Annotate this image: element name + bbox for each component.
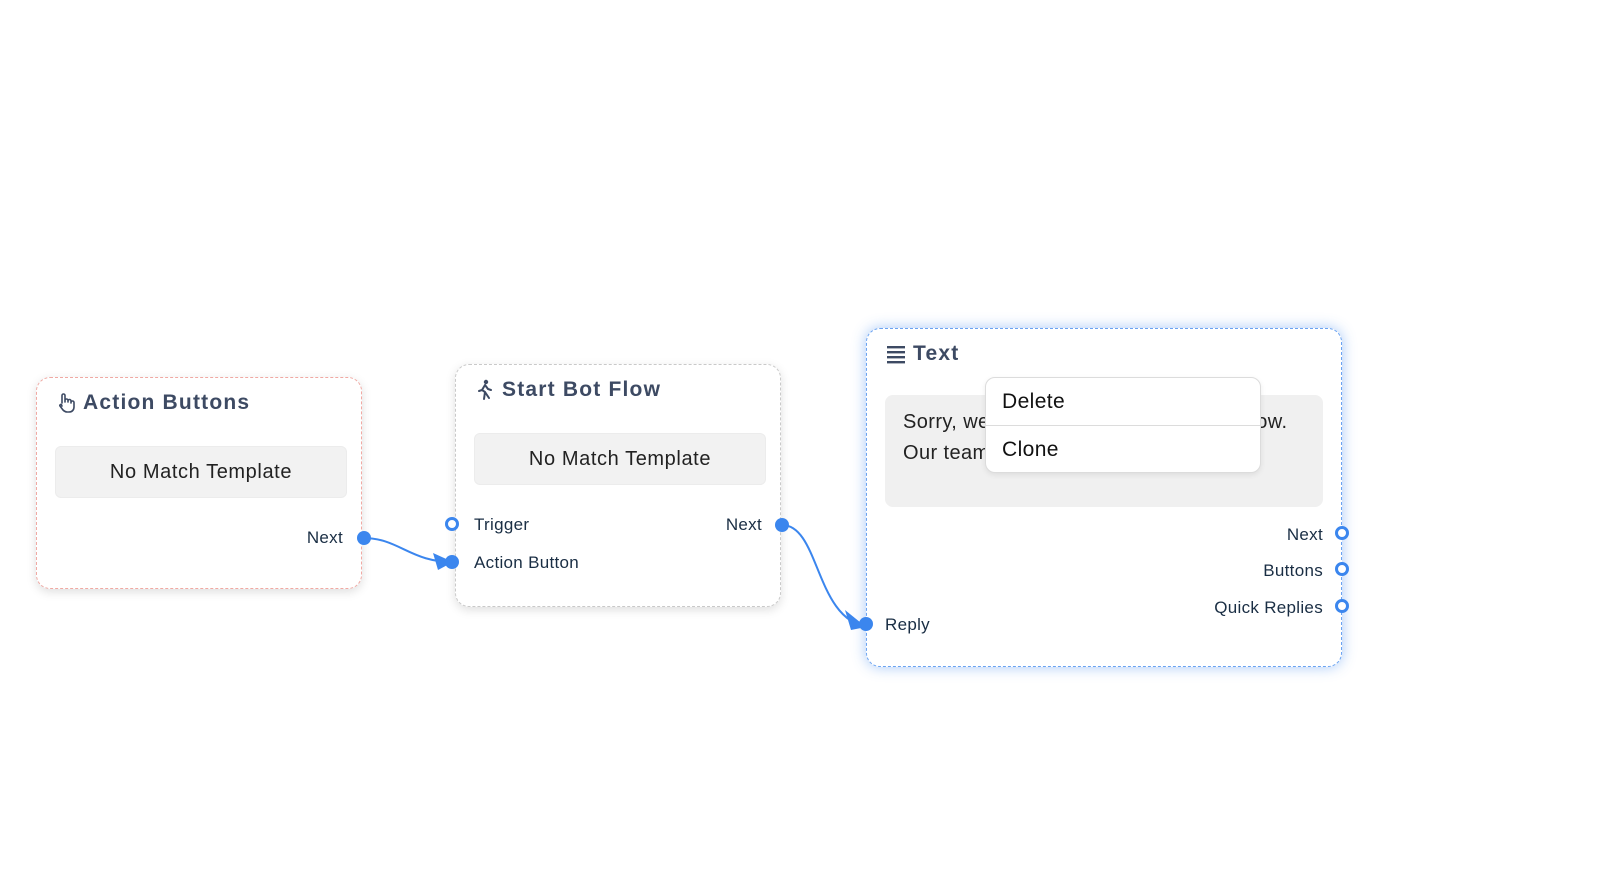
context-menu: Delete Clone — [985, 377, 1261, 473]
output-port-next[interactable] — [357, 531, 371, 545]
node-title: Action Buttons — [55, 391, 250, 415]
node-title: Start Bot Flow — [474, 378, 661, 402]
port-label-action-button: Action Button — [474, 553, 580, 572]
port-label-next: Next — [725, 515, 762, 534]
port-label-next: Next — [306, 528, 343, 547]
output-port-buttons[interactable] — [1335, 562, 1349, 576]
port-label-buttons: Buttons — [1263, 561, 1323, 580]
node-title-text: Text — [913, 342, 960, 365]
node-title: Text — [885, 342, 959, 366]
hand-pointer-icon — [55, 392, 77, 414]
input-port-action-button[interactable] — [445, 555, 459, 569]
output-port-next[interactable] — [1335, 526, 1349, 540]
input-port-trigger[interactable] — [445, 517, 459, 531]
port-label-trigger: Trigger — [474, 515, 530, 534]
port-label-reply: Reply — [885, 615, 930, 634]
template-box[interactable]: No Match Template — [55, 446, 347, 498]
node-title-text: Action Buttons — [83, 391, 251, 414]
input-port-reply[interactable] — [859, 617, 873, 631]
edge-start-bot-flow-to-text[interactable] — [781, 524, 869, 628]
port-label-quick-replies: Quick Replies — [1214, 598, 1323, 617]
port-label-next: Next — [1286, 525, 1323, 544]
output-port-quick-replies[interactable] — [1335, 599, 1349, 613]
template-box[interactable]: No Match Template — [474, 433, 766, 485]
menu-item-delete[interactable]: Delete — [1002, 389, 1066, 413]
walking-person-icon — [474, 379, 496, 401]
edge-arrowhead — [433, 553, 453, 570]
output-port-next[interactable] — [775, 518, 789, 532]
list-lines-icon — [885, 343, 907, 365]
menu-item-clone[interactable]: Clone — [986, 425, 1260, 473]
node-title-text: Start Bot Flow — [502, 378, 662, 401]
node-start-bot-flow[interactable]: Start Bot Flow No Match Template Trigger… — [455, 364, 781, 607]
node-action-buttons[interactable]: Action Buttons No Match Template Next — [36, 377, 362, 589]
